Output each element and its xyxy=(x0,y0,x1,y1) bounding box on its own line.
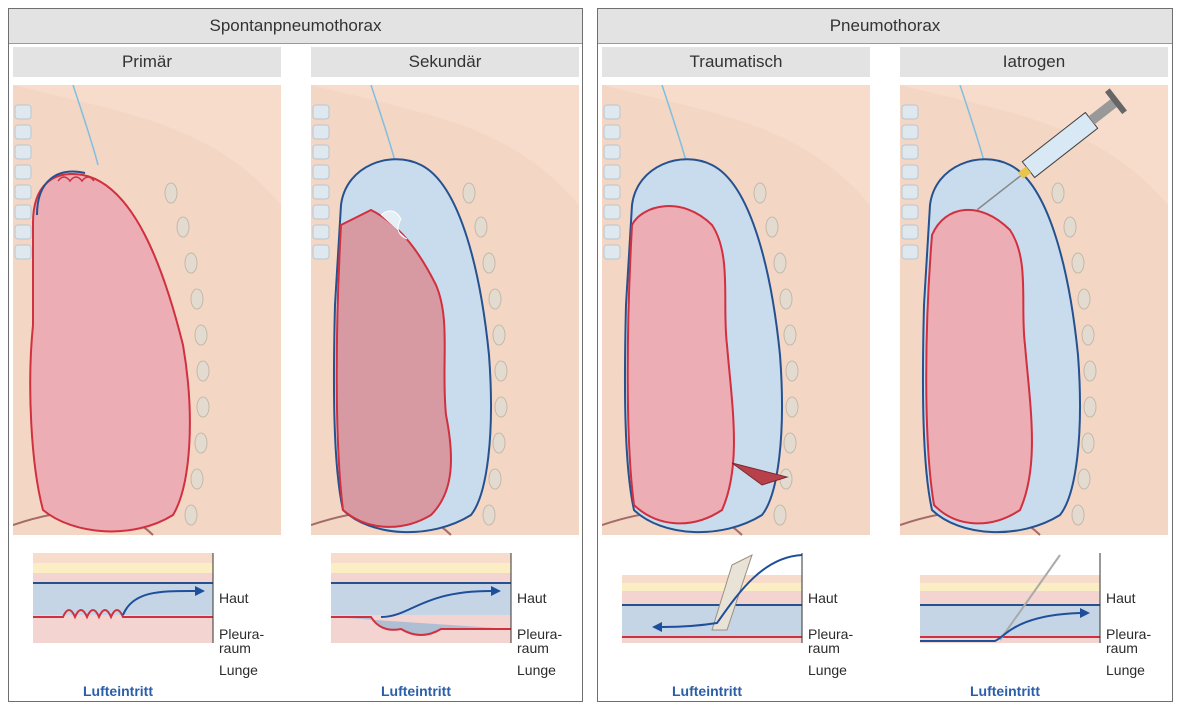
panel-secondary: Sekundär Haut Pleura- raum Lunge Luftein… xyxy=(311,47,579,697)
panel-title: Sekundär xyxy=(311,47,579,77)
cross-section xyxy=(622,553,802,643)
group-title: Pneumothorax xyxy=(598,9,1172,44)
group-pneumothorax: Pneumothorax Traumatisch Haut Pleura- xyxy=(597,8,1173,702)
panel-primary: Primär Haut Pleura- raum Lunge Lufteintr… xyxy=(13,47,281,697)
caption-air-entry: Lufteintritt xyxy=(900,683,1110,699)
caption-air-entry: Lufteintritt xyxy=(311,683,521,699)
label-pleura-2: raum xyxy=(808,641,840,655)
label-skin: Haut xyxy=(517,591,547,605)
lung xyxy=(926,210,1032,524)
label-lung: Lunge xyxy=(219,663,258,677)
label-skin: Haut xyxy=(219,591,249,605)
label-pleura-1: Pleura- xyxy=(219,627,264,641)
panel-title: Iatrogen xyxy=(900,47,1168,77)
label-pleura-2: raum xyxy=(1106,641,1138,655)
cross-section xyxy=(33,553,213,643)
panel-iatrogenic: Iatrogen xyxy=(900,47,1168,697)
group-spontaneous: Spontanpneumothorax Primär Haut Pleura- … xyxy=(8,8,583,702)
label-skin: Haut xyxy=(1106,591,1136,605)
label-pleura-1: Pleura- xyxy=(808,627,853,641)
cross-section xyxy=(331,553,511,643)
lung xyxy=(628,206,734,523)
label-lung: Lunge xyxy=(517,663,556,677)
caption-air-entry: Lufteintritt xyxy=(602,683,812,699)
label-lung: Lunge xyxy=(1106,663,1145,677)
caption-air-entry: Lufteintritt xyxy=(13,683,223,699)
panel-traumatic: Traumatisch Haut Pleura- raum Lunge Lu xyxy=(602,47,870,697)
group-title: Spontanpneumothorax xyxy=(9,9,582,44)
label-pleura-2: raum xyxy=(219,641,251,655)
cross-section xyxy=(920,553,1100,643)
label-pleura-1: Pleura- xyxy=(517,627,562,641)
label-lung: Lunge xyxy=(808,663,847,677)
label-pleura-1: Pleura- xyxy=(1106,627,1151,641)
label-skin: Haut xyxy=(808,591,838,605)
panel-title: Traumatisch xyxy=(602,47,870,77)
panel-title: Primär xyxy=(13,47,281,77)
label-pleura-2: raum xyxy=(517,641,549,655)
